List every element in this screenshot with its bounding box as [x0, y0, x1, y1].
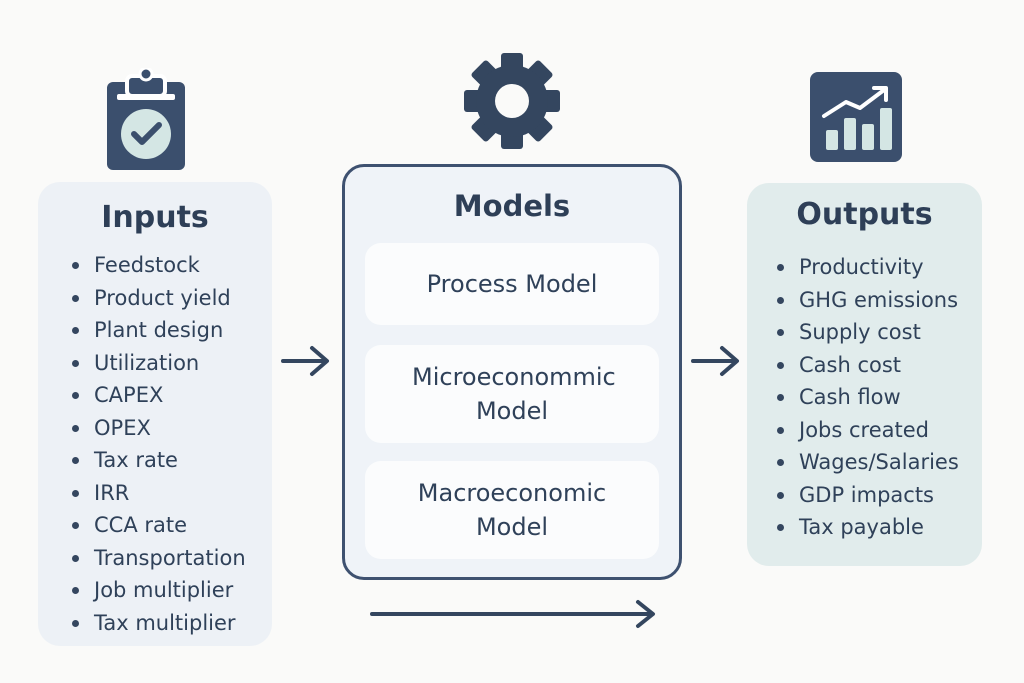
list-item: Productivity [777, 251, 959, 284]
list-item-label: Supply cost [799, 320, 921, 344]
process-model-card: Process Model [365, 243, 659, 325]
list-item: IRR [72, 477, 246, 510]
bullet-icon [72, 262, 79, 269]
list-item-label: Tax rate [94, 448, 178, 472]
list-item-label: GHG emissions [799, 287, 959, 312]
macroeconomic-model-label: Macroeconomic Model [417, 479, 607, 541]
list-item-label: Jobs created [799, 417, 929, 442]
arrow-right-icon [281, 346, 329, 376]
list-item: Jobs created [777, 414, 959, 447]
bullet-icon [72, 294, 79, 302]
list-item-label: Product yield [94, 285, 231, 310]
bullet-icon [72, 457, 79, 464]
list-item-label: Tax multiplier [94, 610, 236, 635]
list-item-label: Wages/Salaries [799, 450, 959, 474]
list-item-label: Cash flow [799, 385, 901, 409]
bullet-icon [72, 359, 79, 367]
bar-chart-trend-icon [810, 72, 902, 162]
models-panel: Models Process Model Microeconommic Mode… [342, 164, 682, 580]
list-item: Product yield [72, 282, 246, 315]
bullet-icon [777, 459, 784, 466]
outputs-list: Productivity GHG emissions Supply cost C… [777, 251, 959, 544]
bullet-icon [777, 394, 784, 401]
list-item: Cash flow [777, 381, 959, 414]
list-item: Transportation [72, 542, 246, 575]
bullet-icon [72, 587, 79, 594]
list-item: GDP impacts [777, 479, 959, 512]
list-item-label: Utilization [94, 350, 200, 375]
outputs-title: Outputs [796, 197, 933, 232]
list-item: Wages/Salaries [777, 446, 959, 479]
bullet-icon [777, 329, 784, 336]
bullet-icon [777, 264, 784, 271]
list-item-label: Plant design [94, 318, 224, 342]
flow-arrow-icon [370, 600, 655, 628]
microeconomic-model-label: Microeconommic Model [412, 363, 616, 425]
list-item: Supply cost [777, 316, 959, 349]
bullet-icon [72, 392, 79, 399]
list-item-label: Tax payable [799, 515, 924, 539]
models-title: Models [453, 189, 571, 223]
outputs-panel: Outputs Productivity GHG emissions Suppl… [747, 183, 982, 566]
bullet-icon [777, 491, 784, 499]
inputs-list: Feedstock Product yield Plant design Uti… [72, 249, 246, 639]
bullet-icon [777, 361, 784, 369]
bullet-icon [72, 522, 79, 529]
bullet-icon [72, 424, 79, 432]
list-item: Job multiplier [72, 574, 246, 607]
macroeconomic-model-card: Macroeconomic Model [365, 461, 659, 559]
list-item-label: Cash cost [799, 352, 902, 377]
list-item: Feedstock [72, 249, 246, 282]
gear-icon [464, 53, 560, 149]
list-item-label: OPEX [94, 415, 151, 440]
bullet-icon [72, 327, 79, 334]
bullet-icon [777, 524, 784, 531]
list-item: Tax multiplier [72, 607, 246, 640]
list-item-label: Feedstock [94, 253, 200, 277]
bullet-icon [72, 619, 79, 627]
list-item-label: Transportation [94, 545, 246, 570]
bullet-icon [777, 296, 784, 304]
list-item: Tax rate [72, 444, 246, 477]
list-item-label: CCA rate [94, 513, 188, 537]
list-item: Tax payable [777, 511, 959, 544]
bullet-icon [72, 489, 79, 497]
list-item: GHG emissions [777, 284, 959, 317]
list-item-label: GDP impacts [799, 482, 934, 507]
list-item-label: IRR [94, 480, 130, 505]
list-item: CCA rate [72, 509, 246, 542]
inputs-panel: Inputs Feedstock Product yield Plant des… [38, 182, 272, 646]
bullet-icon [777, 426, 784, 434]
list-item: OPEX [72, 412, 246, 445]
list-item-label: CAPEX [94, 383, 164, 407]
bullet-icon [72, 554, 79, 562]
list-item: Utilization [72, 347, 246, 380]
list-item-label: Productivity [799, 255, 924, 279]
list-item: Plant design [72, 314, 246, 347]
inputs-title: Inputs [101, 200, 209, 235]
arrow-right-icon [691, 346, 739, 376]
microeconomic-model-card: Microeconommic Model [365, 345, 659, 443]
list-item: CAPEX [72, 379, 246, 412]
list-item-label: Job multiplier [94, 578, 234, 602]
list-item: Cash cost [777, 349, 959, 382]
clipboard-check-icon [107, 68, 185, 170]
